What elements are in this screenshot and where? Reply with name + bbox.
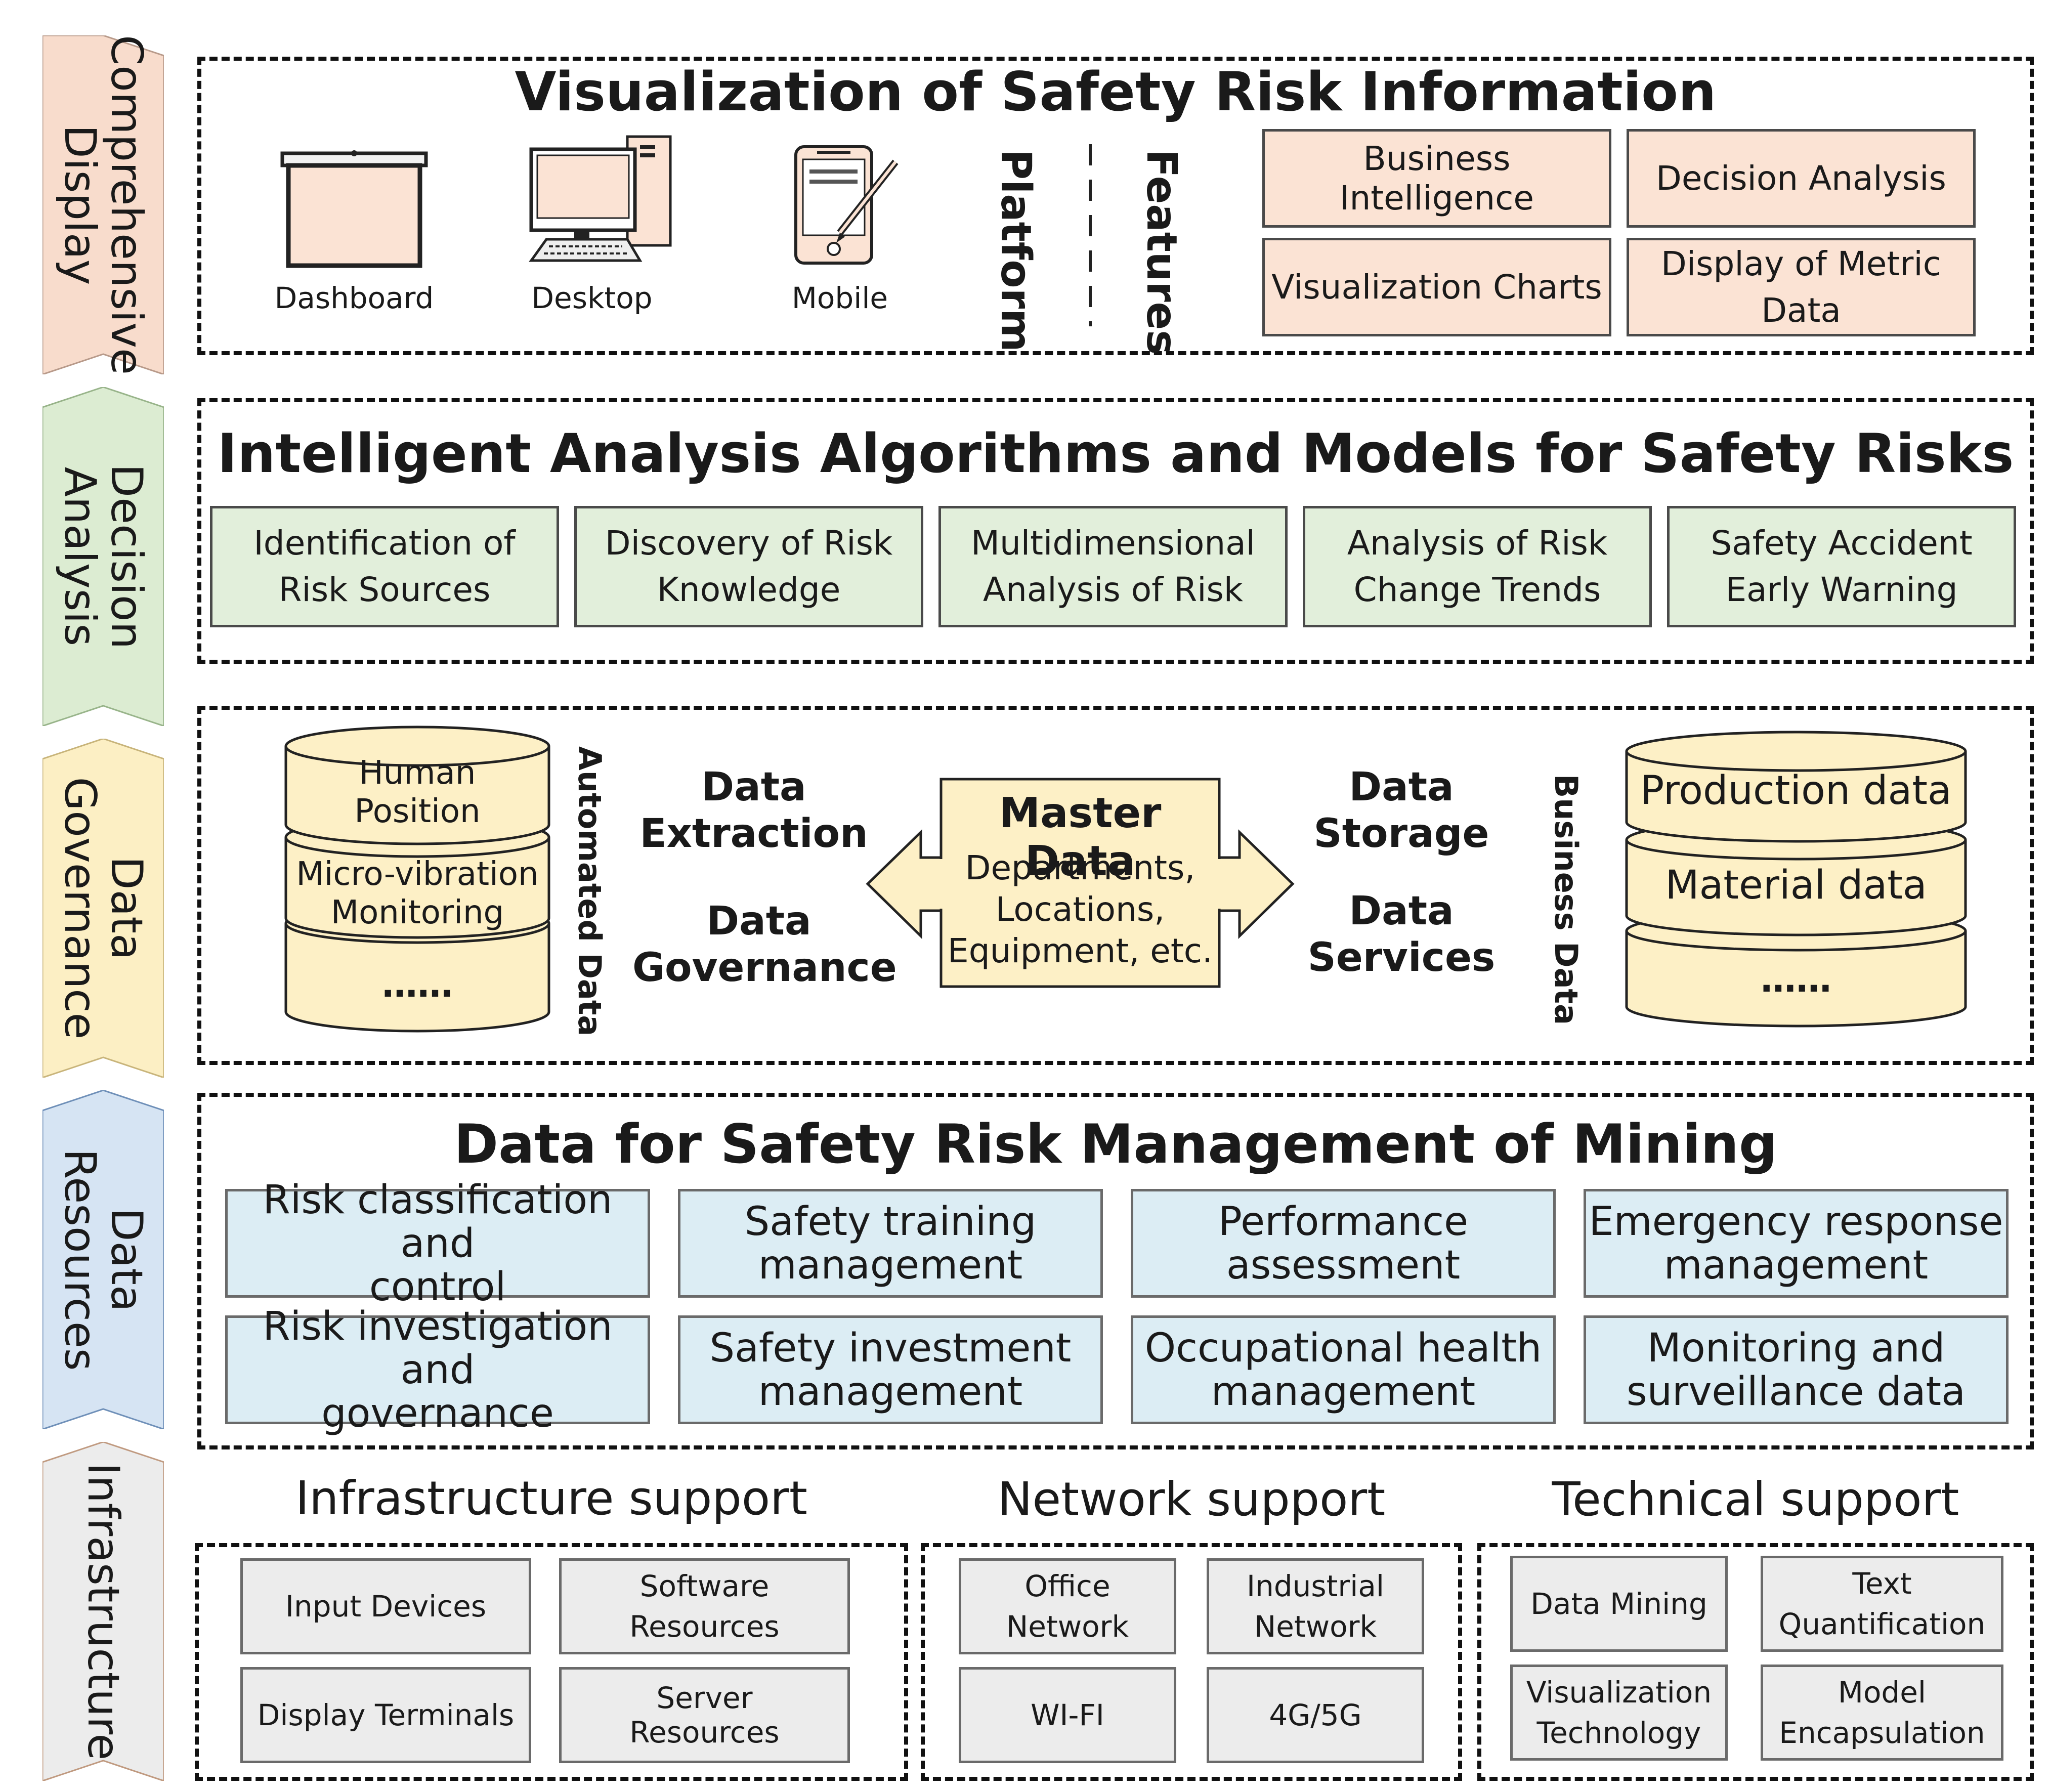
infra-input-devices: Input Devices	[240, 1558, 531, 1654]
resource-risk-classification: Risk classification and control	[225, 1178, 650, 1309]
feature-decision-analysis: Decision Analysis	[1627, 129, 1976, 228]
resource-occupational-health: Occupational health management	[1131, 1315, 1556, 1424]
layer-label-resources: Data Resources	[55, 1148, 152, 1371]
device-label-desktop: Desktop	[531, 281, 653, 315]
master-data-double-arrow	[866, 778, 1295, 988]
network-industrial: Industrial Network	[1207, 1558, 1424, 1654]
tech-text-quantification: Text Quantification	[1761, 1556, 2003, 1652]
technical-support-title: Technical support	[1552, 1472, 1959, 1526]
dashboard-icon	[280, 150, 428, 268]
business-data-cylinders	[1625, 731, 1967, 1028]
device-label-mobile: Mobile	[791, 281, 888, 315]
data-storage-label: Data Storage	[1313, 764, 1489, 857]
feature-business-intelligence: Business Intelligence	[1262, 129, 1611, 228]
network-office: Office Network	[959, 1558, 1176, 1654]
infra-server-resources: Server Resources	[559, 1667, 850, 1763]
infra-display-terminals: Display Terminals	[240, 1667, 531, 1763]
layer-tag-shape	[42, 387, 164, 726]
master-data-body: Departments, Locations, Equipment, etc.	[948, 848, 1213, 970]
technical-support-frame	[1477, 1543, 2034, 1781]
resource-safety-investment: Safety investment management	[678, 1315, 1103, 1424]
tech-visualization-technology: Visualization Technology	[1510, 1665, 1728, 1761]
resources-title: Data for Safety Risk Management of Minin…	[454, 1113, 1777, 1175]
layer-tag-governance: Data Governance	[42, 739, 164, 1078]
governance-layer-frame	[197, 706, 2034, 1065]
infrastructure-support-frame	[195, 1543, 908, 1781]
layer-tag-shape	[42, 739, 164, 1078]
decision-item-change-trends: Analysis of Risk Change Trends	[1303, 506, 1652, 627]
resource-emergency-response: Emergency response management	[1584, 1189, 2009, 1298]
network-wifi: WI-FI	[959, 1667, 1176, 1763]
infra-software-resources: Software Resources	[559, 1558, 850, 1654]
layer-tag-shape	[42, 1090, 164, 1429]
layer-label-decision: Decision Analysis	[55, 463, 152, 650]
network-4g5g: 4G/5G	[1207, 1667, 1424, 1763]
cylinder-business-more: ……	[1761, 959, 1831, 1000]
resource-risk-investigation: Risk investigation and governance	[225, 1305, 650, 1435]
cylinder-human-position: Human Position	[354, 754, 481, 830]
data-services-label: Data Services	[1307, 888, 1496, 980]
resource-safety-training: Safety training management	[678, 1189, 1103, 1298]
tech-data-mining: Data Mining	[1510, 1556, 1728, 1652]
display-title: Visualization of Safety Risk Information	[515, 61, 1717, 123]
network-support-title: Network support	[997, 1472, 1386, 1526]
automated-data-cylinders	[284, 726, 550, 1033]
layer-label-infrastructure: Infrastructure	[78, 1462, 129, 1761]
layer-label-governance: Data Governance	[55, 777, 152, 1040]
layer-tag-decision: Decision Analysis	[42, 387, 164, 726]
device-label-dashboard: Dashboard	[274, 281, 434, 315]
feature-visualization-charts: Visualization Charts	[1262, 238, 1611, 336]
decision-layer-frame	[197, 398, 2034, 664]
network-support-frame	[921, 1543, 1462, 1781]
data-extraction-label: Data Extraction	[639, 764, 868, 857]
decision-item-risk-knowledge: Discovery of Risk Knowledge	[574, 506, 923, 627]
cylinder-micro-vibration: Micro-vibration Monitoring	[296, 856, 539, 931]
cylinder-automated-more: ……	[382, 964, 453, 1005]
layer-label-display: Comprehensive Display	[55, 35, 152, 375]
decision-item-early-warning: Safety Accident Early Warning	[1667, 506, 2016, 627]
features-label: Features	[1137, 149, 1185, 355]
infrastructure-support-title: Infrastructure support	[295, 1471, 807, 1525]
decision-item-risk-sources: Identification of Risk Sources	[210, 506, 559, 627]
master-data-title: Master Data	[999, 789, 1162, 885]
platform-label: Platform	[992, 149, 1040, 352]
platform-features-divider	[1089, 144, 1092, 326]
data-governance-label: Data Governance	[632, 899, 897, 991]
cylinder-material-data: Material data	[1665, 863, 1927, 908]
layer-tag-shape	[42, 35, 164, 374]
display-layer-frame	[197, 57, 2034, 355]
desktop-icon	[529, 135, 672, 262]
layer-tag-resources: Data Resources	[42, 1090, 164, 1429]
resource-performance: Performance assessment	[1131, 1189, 1556, 1298]
automated-data-label: Automated Data	[571, 746, 608, 1037]
layer-tag-shape	[42, 1442, 164, 1781]
decision-title: Intelligent Analysis Algorithms and Mode…	[217, 422, 2014, 485]
decision-item-multidimensional: Multidimensional Analysis of Risk	[938, 506, 1288, 627]
resource-monitoring: Monitoring and surveillance data	[1584, 1315, 2009, 1424]
layer-tag-display: Comprehensive Display	[42, 35, 164, 375]
business-data-label: Business Data	[1548, 774, 1585, 1025]
cylinder-production-data: Production data	[1640, 768, 1952, 814]
feature-display-metric-data: Display of Metric Data	[1627, 238, 1976, 336]
layer-tag-infrastructure: Infrastructure	[42, 1442, 164, 1781]
mobile-icon	[794, 145, 899, 265]
resources-layer-frame	[197, 1093, 2034, 1449]
tech-model-encapsulation: Model Encapsulation	[1761, 1665, 2003, 1761]
